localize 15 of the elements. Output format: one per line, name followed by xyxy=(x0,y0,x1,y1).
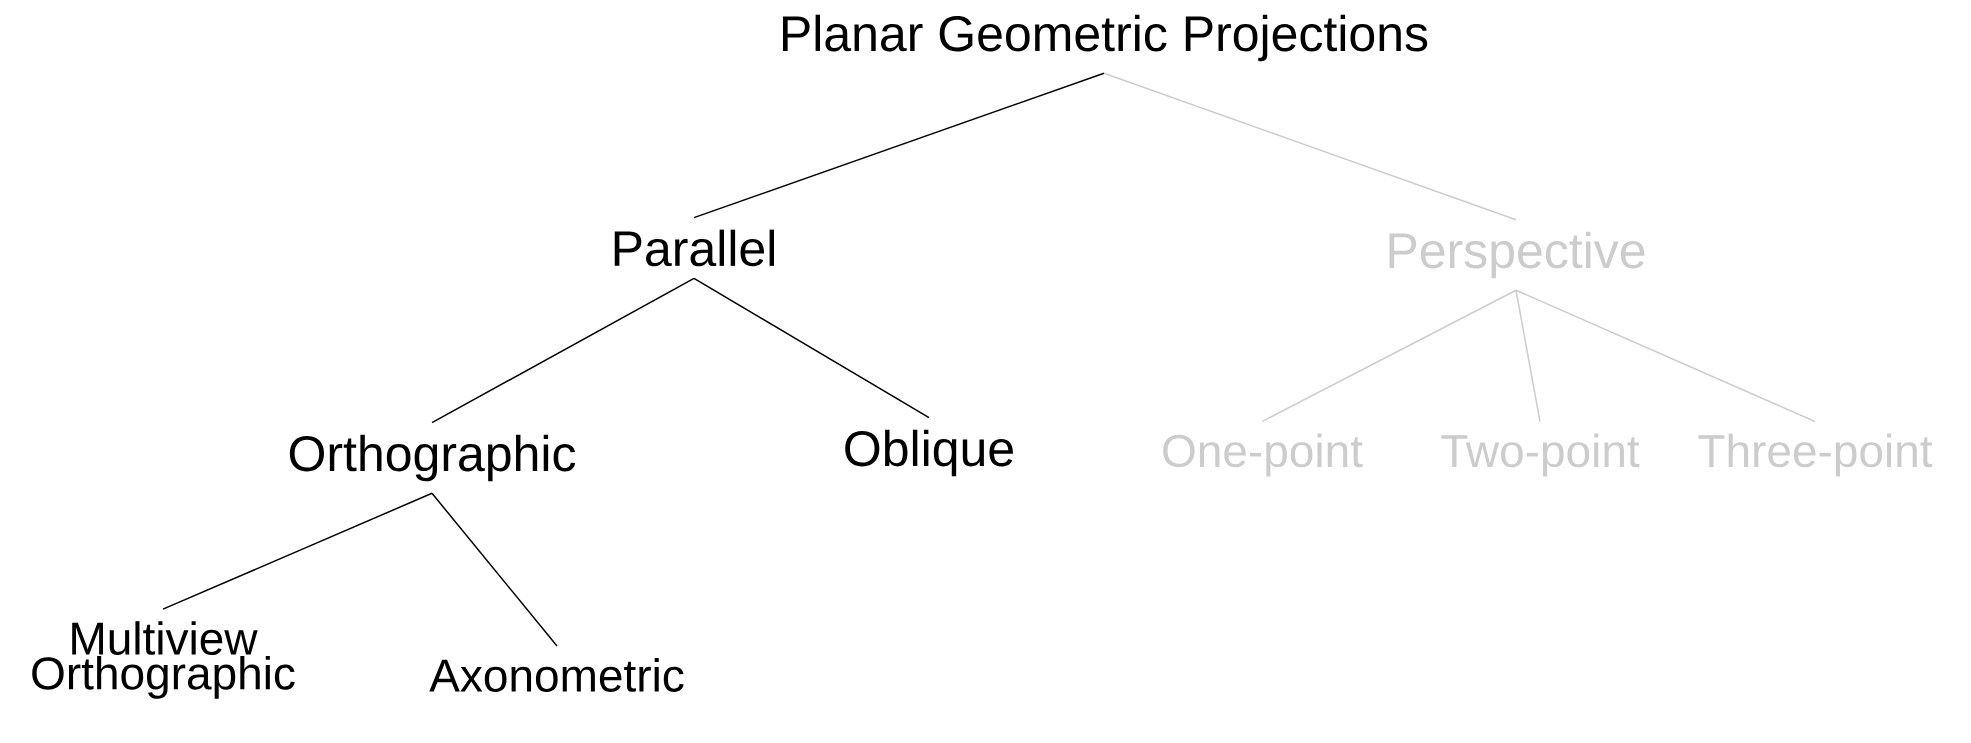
tree-line xyxy=(693,277,930,419)
tree-line xyxy=(162,492,433,610)
node-label: Parallel xyxy=(614,229,774,267)
node-label: Axonometric xyxy=(429,658,684,692)
node-label: Orthographic xyxy=(289,434,576,482)
node-label: Multiview Orthographic xyxy=(32,621,295,699)
tree-line xyxy=(1515,289,1541,423)
node-label: Oblique xyxy=(845,429,1013,477)
node-label: Planar Geometric Projections xyxy=(783,14,1428,62)
tree-line xyxy=(431,277,695,424)
tree-line xyxy=(1261,289,1517,423)
tree-line xyxy=(431,492,558,647)
tree-line xyxy=(1103,72,1517,221)
tree-line xyxy=(693,72,1105,219)
tree-line xyxy=(1515,289,1816,423)
